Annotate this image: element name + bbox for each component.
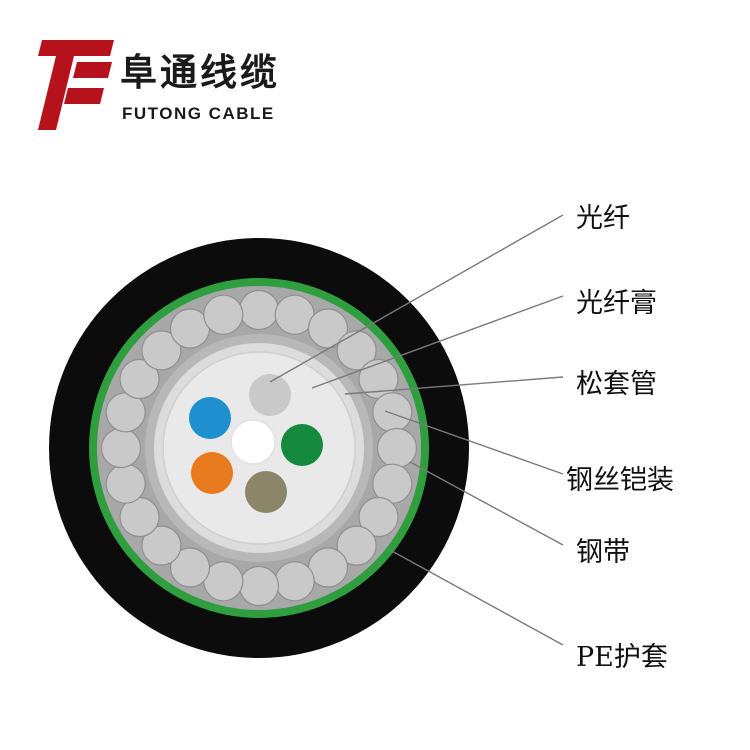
label-loose-tube: 松套管 [576,369,657,400]
brand-name-cn: 阜通线缆 [120,51,280,94]
label-pe-sheath: PE护套 [576,642,668,673]
fiber-blue [189,397,231,439]
futong-logo-mark [38,40,114,130]
leader-line-steel-wire-armor [384,410,564,475]
fiber-green [281,424,323,466]
steel-wire [105,463,146,504]
steel-wire [336,525,377,566]
leader-line-steel-tape [409,461,564,546]
steel-wire [119,358,160,400]
steel-wire [100,427,142,469]
steel-wire [141,330,182,371]
steel-wire [141,525,182,566]
steel-wire [203,294,244,335]
leader-line-pe-sheath [389,549,564,646]
brand-logo: 阜通线缆 FUTONG CABLE [30,36,300,136]
fiber-olive [245,471,287,513]
label-fiber-gel: 光纤膏 [576,288,657,319]
steel-wire-armor-layer [100,289,418,607]
leader-line-loose-tube [344,376,564,395]
leader-line-fiber [269,214,564,383]
steel-wire [238,289,280,331]
steel-wire [274,561,315,602]
steel-wire [372,392,413,433]
leader-line-fiber-gel [311,295,564,389]
steel-wire [336,330,377,371]
brand-name-en: FUTONG CABLE [122,104,275,123]
leader-lines [269,214,564,646]
label-steel-tape: 钢带 [576,537,630,568]
steel-wire [358,496,399,538]
fiber-gray [249,374,291,416]
label-fiber: 光纤 [576,203,630,234]
steel-wire [307,308,349,349]
fiber-orange [191,452,233,494]
fiber-white-center [230,419,276,465]
steel-wire [238,565,280,607]
steel-wire [169,547,211,588]
label-steel-wire-armor: 钢丝铠装 [566,465,674,496]
